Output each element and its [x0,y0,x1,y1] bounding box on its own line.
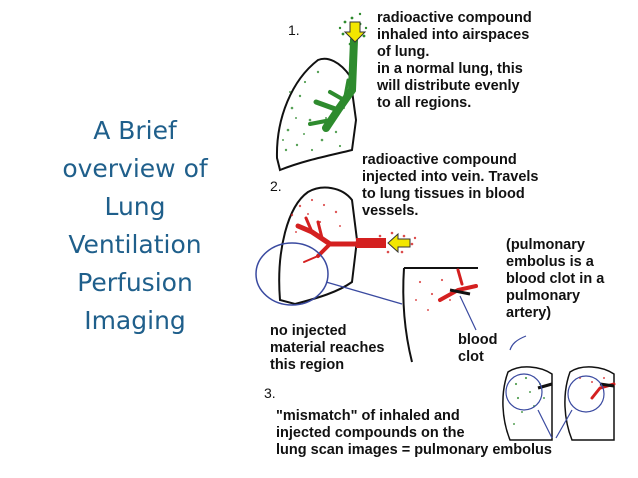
slide-title: A Brief overview of Lung Ventilation Per… [40,112,230,340]
artery-pointer [509,335,527,351]
injected-cloud [373,231,417,254]
step-2-number: 2. [270,178,282,194]
red-vessels [295,216,359,263]
blood-clot-label: blood clot [458,332,498,365]
title-line: Lung [104,192,166,221]
lung-outline-ventilation [275,57,358,172]
clot-zoom-figure [402,267,527,363]
perfusion-speckle [290,198,341,233]
embolus-note: (pulmonary embolus is a blood clot in a … [506,237,605,321]
no-injected-note: no injected material reaches this region [270,323,385,373]
perfusion-lung-figure [255,186,417,306]
zoom-lung-outline [402,267,478,363]
inject-arrow-icon [387,232,411,254]
green-bronchi [308,36,358,132]
inhale-arrow-icon [343,21,367,43]
injected-vein [356,238,386,248]
title-line: A Brief [93,116,177,145]
step-3-description: "mismatch" of inhaled and injected compo… [276,408,552,458]
title-line: Perfusion [77,268,193,297]
step-1-description: radioactive compound inhaled into airspa… [377,10,532,111]
title-line: Ventilation [68,230,202,259]
step-1-number: 1. [288,22,300,38]
step-2-description: radioactive compound injected into vein.… [362,152,539,219]
ventilation-lung-figure [275,12,368,172]
lung-outline-perfusion [278,186,359,306]
no-perfusion-region-circle [255,242,329,306]
lung-outline-ventilation-compare [502,366,553,441]
step-3-number: 3. [264,385,276,401]
clot-pointer [459,295,477,331]
zoom-speckle [415,278,451,311]
blood-clot-mark [449,288,471,296]
zoom-connector [325,281,403,305]
comparison-lungs [502,366,616,441]
lung-outline-perfusion-compare [564,366,615,441]
title-line: Imaging [84,306,186,335]
title-line: overview of [62,154,208,183]
